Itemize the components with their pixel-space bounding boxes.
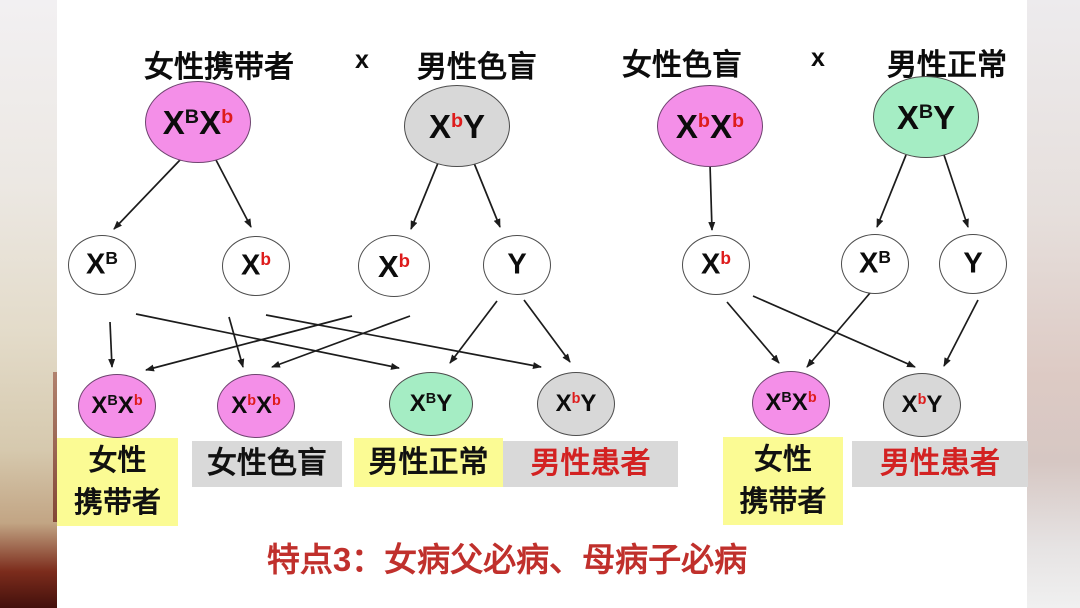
result-line: 携带者 <box>73 487 161 519</box>
result-label-male-normal: 男性正常 <box>354 438 503 487</box>
genotype: XBY <box>896 98 956 136</box>
genotype: XBXb <box>765 389 817 416</box>
offspring-node-female-carrier: XBXb <box>78 374 156 438</box>
offspring-node-male-affected: XbY <box>537 372 615 436</box>
result-line: 男性正常 <box>368 445 489 479</box>
genotype: XbY <box>555 390 597 417</box>
genotype: Y <box>963 247 983 280</box>
right-mother-title: 女性色盲 <box>622 49 742 82</box>
offspring-node-male-affected: XbY <box>883 373 961 437</box>
background-strip-right <box>1027 0 1080 608</box>
result-line: 女性 <box>88 445 147 477</box>
gamete-node: XB <box>68 235 136 295</box>
left-mother-title: 女性携带者 <box>144 51 294 84</box>
genotype: XbY <box>901 391 943 418</box>
offspring-node-female-colorblind: XbXb <box>217 374 295 438</box>
gamete-node: Xb <box>222 236 290 296</box>
result-label-male-affected: 男性患者 <box>852 441 1028 487</box>
background-edge-detail <box>53 372 57 522</box>
result-label-male-affected: 男性患者 <box>503 441 678 487</box>
background-strip-left <box>0 0 57 608</box>
genotype: XBXb <box>91 392 143 419</box>
genotype: XbXb <box>231 392 281 419</box>
result-line: 携带者 <box>739 486 827 518</box>
offspring-node-male-normal: XBY <box>389 372 473 436</box>
result-label-female-carrier: 女性 携带者 <box>57 438 178 526</box>
genotype: Xb <box>241 249 271 282</box>
caption-key-point: 特点3：女病父必病、母病子必病 <box>266 541 748 578</box>
gamete-node: XB <box>841 234 909 294</box>
genotype: XbY <box>428 107 486 145</box>
result-label-female-colorblind: 女性色盲 <box>192 441 342 487</box>
gamete-node: Y <box>483 235 551 295</box>
gamete-node: Xb <box>358 235 430 297</box>
genotype: Xb <box>377 248 411 284</box>
offspring-node-female-carrier: XBXb <box>752 371 830 435</box>
genotype: XB <box>86 248 118 281</box>
result-line: 男性患者 <box>880 447 1000 480</box>
right-cross-symbol: x <box>811 44 825 72</box>
right-father-title: 男性正常 <box>887 49 1007 82</box>
genotype: Xb <box>701 248 731 281</box>
genotype: XbXb <box>675 107 745 145</box>
gamete-node: Xb <box>682 235 750 295</box>
left-cross-symbol: x <box>355 46 369 74</box>
result-line: 女性 <box>753 444 812 476</box>
parent-node-male-normal: XBY <box>873 76 979 158</box>
genotype: XB <box>859 247 891 280</box>
result-label-female-carrier: 女性 携带者 <box>723 437 843 525</box>
result-line: 男性患者 <box>530 447 651 480</box>
result-line: 女性色盲 <box>207 447 327 480</box>
parent-node-male-colorblind: XbY <box>404 85 510 167</box>
gamete-node: Y <box>939 234 1007 294</box>
parent-node-female-carrier: XBXb <box>145 81 251 163</box>
left-father-title: 男性色盲 <box>417 51 537 84</box>
parent-node-female-colorblind: XbXb <box>657 85 763 167</box>
genotype: Y <box>507 248 527 281</box>
genotype: XBY <box>409 390 453 417</box>
genotype: XBXb <box>162 103 234 141</box>
